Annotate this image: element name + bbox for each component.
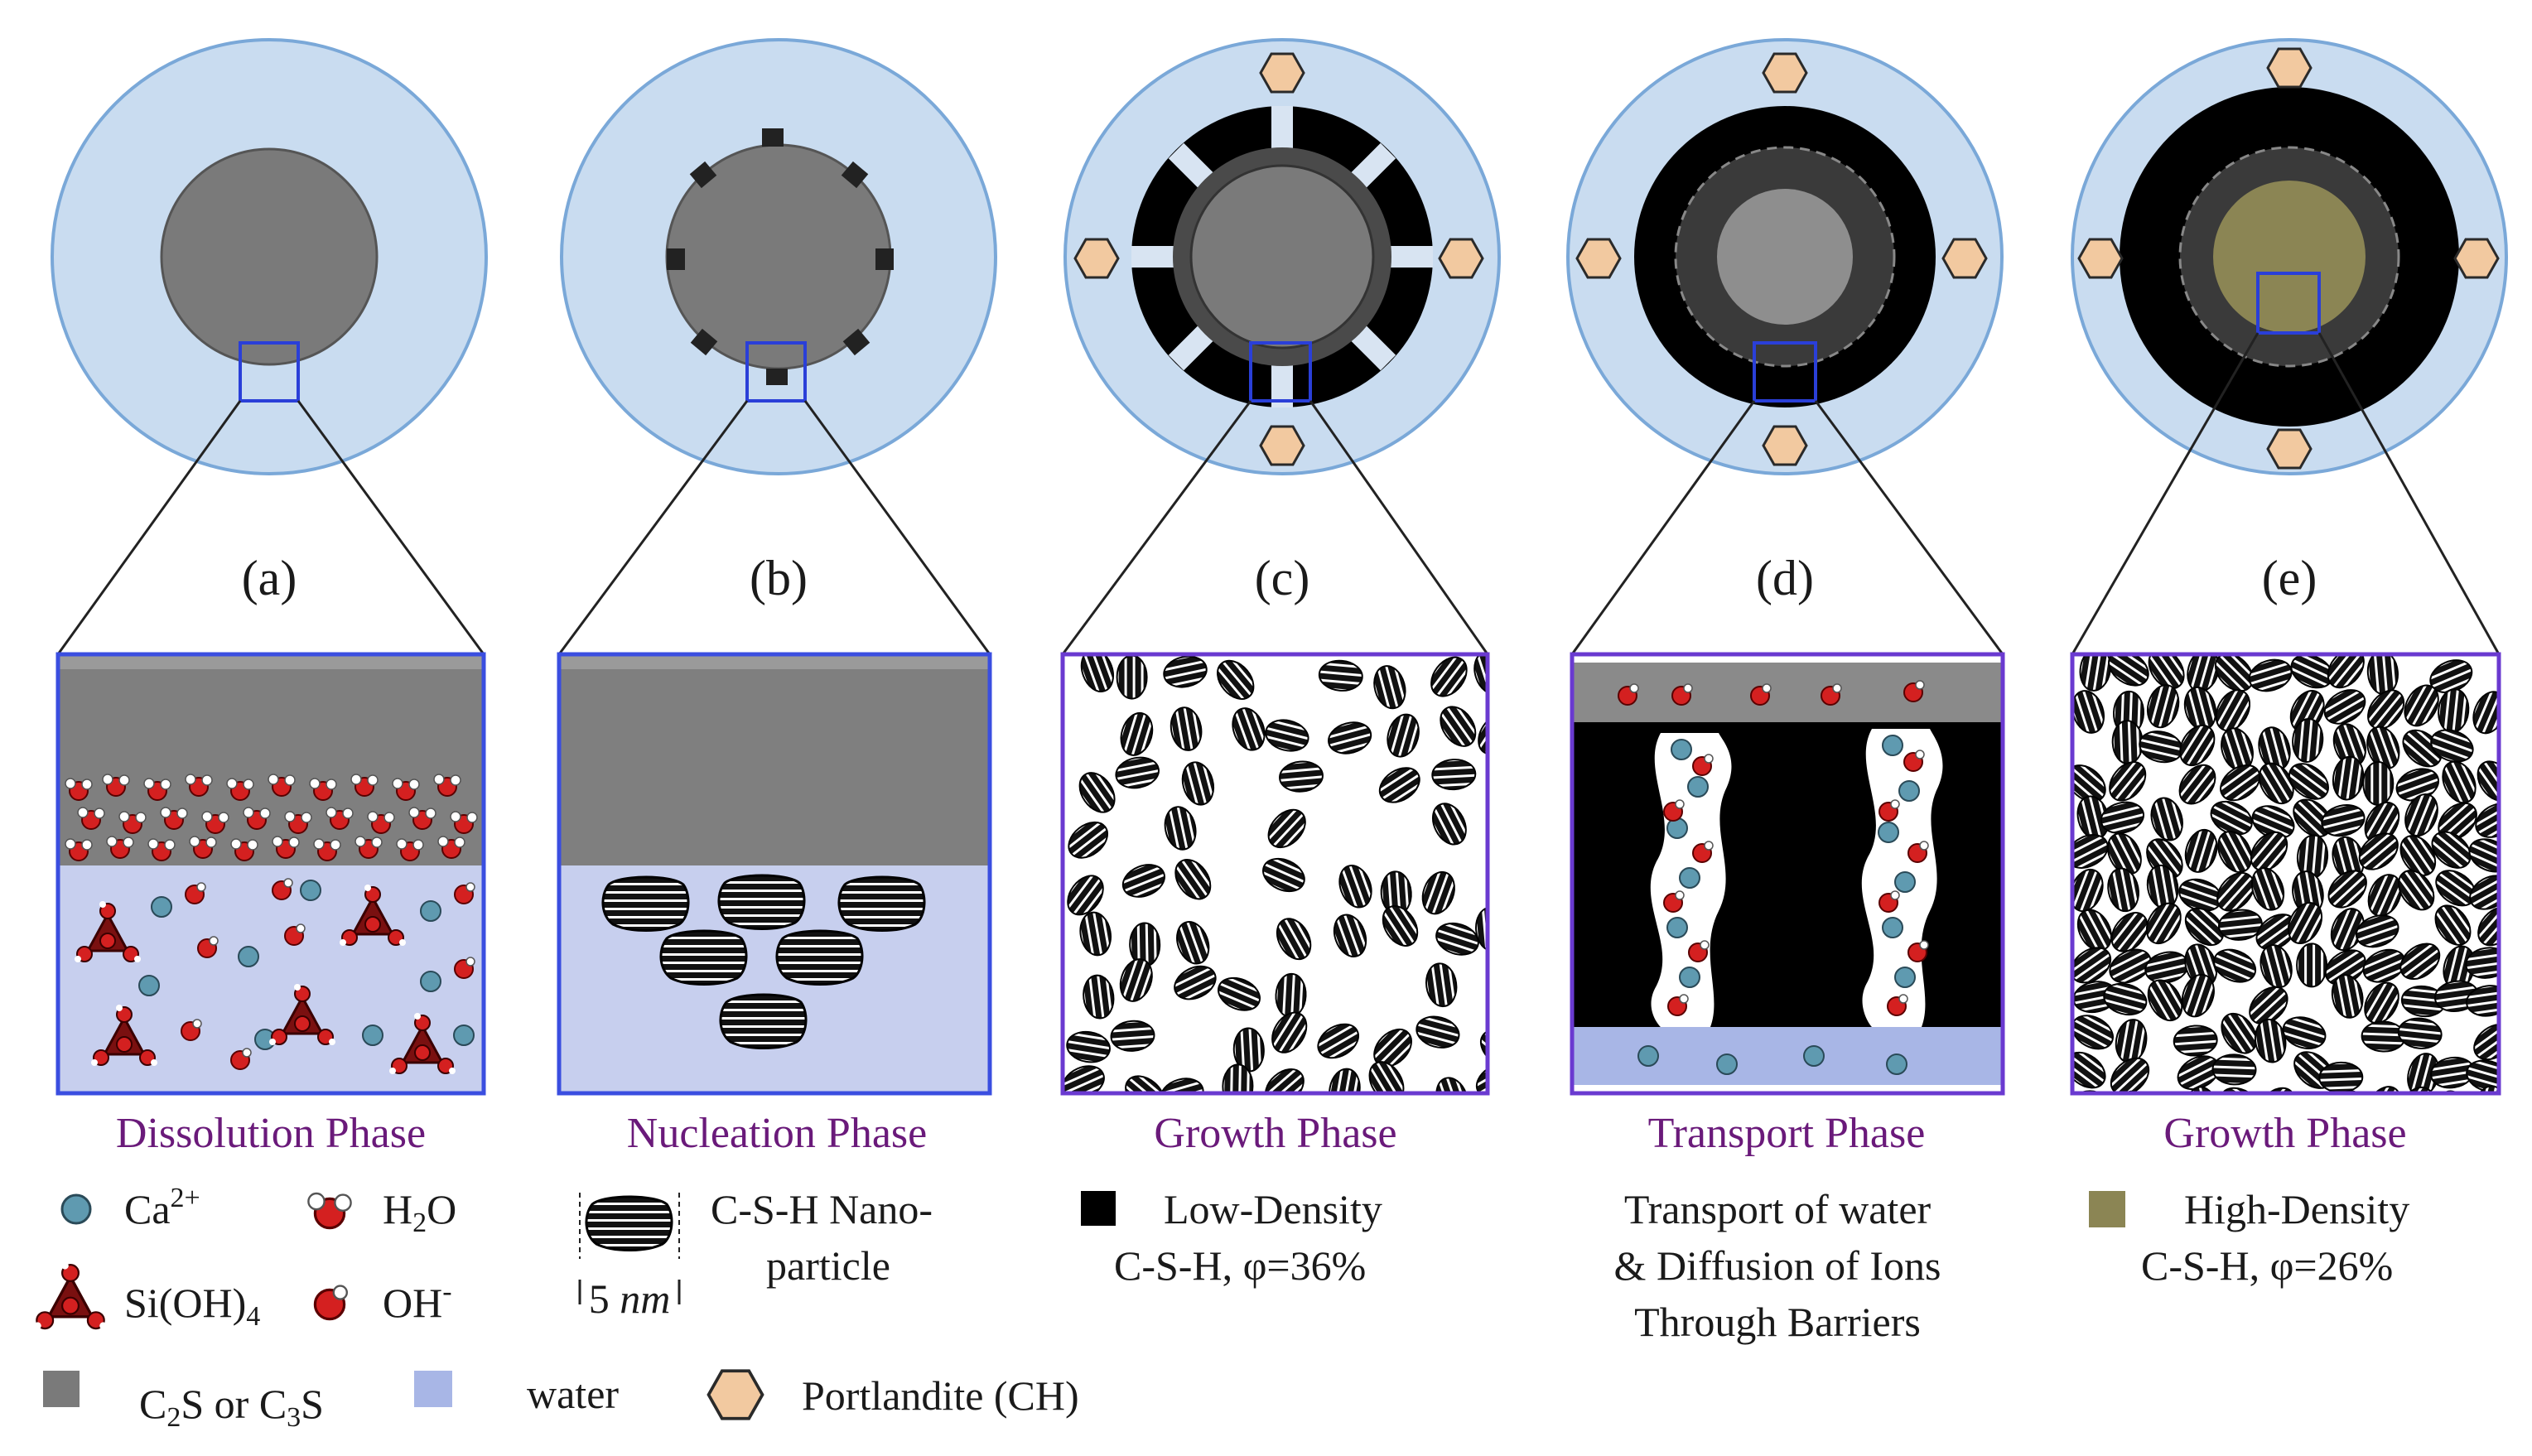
legend: Ca2+ H2O Si(OH)4 OH- 5 nm C-S-H Nano- pa…	[32, 1183, 2409, 1433]
circle-e	[2071, 38, 2508, 655]
zoom-box-c	[1249, 341, 1312, 403]
legend-ld-line2: C-S-H, φ=36%	[1114, 1242, 1366, 1289]
legend-hd-line2: C-S-H, φ=26%	[2141, 1242, 2393, 1289]
csh-nanoparticle	[2114, 1089, 2149, 1093]
phase-label-a: Dissolution Phase	[116, 1110, 426, 1157]
csh-nanoparticle	[2317, 1061, 2364, 1093]
panel-letter-d: (d)	[1756, 551, 1814, 605]
legend-clinker: C2S or C3S	[139, 1381, 324, 1433]
phase-label-e: Growth Phase	[2163, 1110, 2406, 1157]
csh-nanoparticle	[1116, 654, 1148, 700]
phase-label-d: Transport Phase	[1648, 1110, 1926, 1157]
legend-water: water	[527, 1371, 619, 1417]
legend-ld-line1: Low-Density	[1164, 1186, 1382, 1232]
panel-letter-e: (e)	[2262, 551, 2317, 605]
water-molecule-icon	[306, 1192, 353, 1230]
zoom-panel-a	[55, 652, 486, 1096]
legend-sioh4: Si(OH)4	[124, 1280, 260, 1332]
phase-label-b: Nucleation Phase	[627, 1110, 927, 1157]
circle-b	[557, 38, 997, 655]
legend-transport-line1: Transport of water	[1624, 1186, 1932, 1232]
circle-a	[51, 38, 488, 655]
zoom-panel-d	[1570, 652, 2005, 1096]
zoom-box-d	[1753, 341, 1817, 403]
legend-scale: 5 nm	[589, 1275, 671, 1322]
portlandite-icon	[707, 1369, 764, 1420]
csh-nanoparticle	[2211, 1053, 2258, 1087]
csh-nanoparticle	[2362, 761, 2395, 806]
panel-letter-c: (c)	[1255, 551, 1310, 605]
csh-nanoparticle	[2296, 943, 2328, 988]
legend-h2o: H2O	[383, 1186, 456, 1238]
ld-csh-swatch	[1081, 1191, 1116, 1226]
zoom-panel-c	[1060, 652, 1490, 1096]
legend-hd-line1: High-Density	[2184, 1186, 2409, 1232]
csh-nanoparticle	[1485, 862, 1488, 914]
hydroxide-icon	[313, 1284, 349, 1321]
csh-nanoparticle-icon	[578, 1193, 681, 1304]
csh-nanoparticle	[1221, 1063, 1254, 1093]
zoom-panel-b	[557, 652, 992, 1096]
silicate-icon	[32, 1261, 109, 1331]
zoom-box-b	[745, 341, 807, 403]
zoom-box-e	[2256, 272, 2321, 335]
panel-letter-b: (b)	[750, 551, 808, 605]
legend-portlandite: Portlandite (CH)	[802, 1372, 1079, 1419]
hd-csh-swatch	[2089, 1191, 2125, 1227]
circle-d	[1566, 38, 2004, 655]
phase-label-c: Growth Phase	[1154, 1110, 1396, 1157]
csh-nanoparticle	[1483, 950, 1488, 1005]
legend-csh-line1: C-S-H Nano-	[711, 1186, 933, 1232]
legend-transport-line3: Through Barriers	[1634, 1299, 1921, 1345]
legend-ca: Ca2+	[124, 1183, 200, 1232]
legend-csh-line2: particle	[766, 1242, 890, 1289]
clinker-swatch	[43, 1371, 80, 1407]
legend-transport-line2: & Diffusion of Ions	[1614, 1242, 1941, 1289]
ca-ion-icon	[60, 1193, 92, 1225]
csh-nanoparticle	[2110, 719, 2144, 765]
zoom-box-a	[239, 341, 300, 403]
water-swatch	[414, 1371, 452, 1407]
circle-c	[1061, 38, 1501, 655]
zoom-panel-e	[2070, 652, 2501, 1096]
legend-oh: OH-	[383, 1276, 452, 1326]
panel-letter-a: (a)	[242, 551, 297, 605]
